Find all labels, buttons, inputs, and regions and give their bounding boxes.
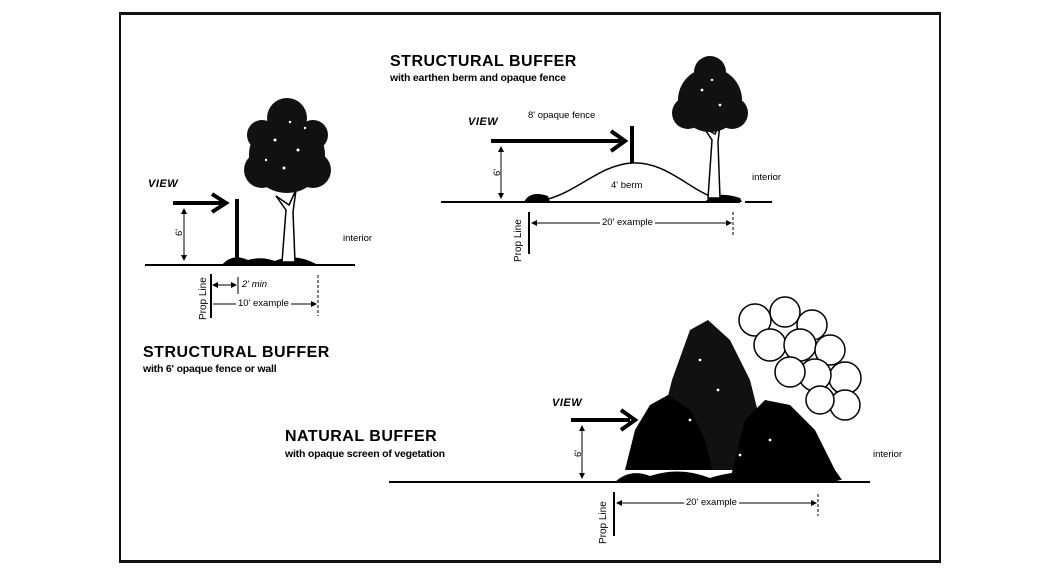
deciduous-tree-outline bbox=[738, 296, 862, 421]
view-arrow-head bbox=[609, 129, 629, 153]
evergreen-shrub-right bbox=[730, 400, 842, 480]
ground-shrubs bbox=[615, 470, 845, 482]
natural-subtitle: with opaque screen of vegetation bbox=[285, 448, 445, 460]
fence-view-label: VIEW bbox=[148, 178, 179, 190]
tree-trunk bbox=[275, 189, 297, 263]
shrub-mound bbox=[222, 257, 318, 265]
fence-setback-label: 2' min bbox=[242, 279, 268, 290]
berm-panel bbox=[441, 56, 772, 254]
berm-prop-line-label: Prop Line bbox=[513, 219, 524, 262]
view-arrow-head bbox=[210, 192, 230, 214]
berm-shrub bbox=[524, 194, 550, 202]
berm-label: 4' berm bbox=[611, 180, 643, 191]
view-arrow-head bbox=[619, 408, 639, 432]
tree-canopy bbox=[672, 56, 748, 132]
berm-subtitle: with earthen berm and opaque fence bbox=[390, 72, 566, 84]
fence-interior-label: interior bbox=[343, 233, 373, 244]
berm-height-label: 6' bbox=[492, 168, 503, 176]
tree-canopy bbox=[244, 98, 331, 193]
fence-width-label: 10' example bbox=[236, 298, 291, 309]
tree-trunk bbox=[703, 123, 721, 199]
natural-width-label: 20' example bbox=[684, 497, 739, 508]
berm-interior-label: interior bbox=[752, 172, 782, 183]
natural-title: NATURAL BUFFER bbox=[285, 428, 438, 445]
fence-post bbox=[235, 199, 239, 265]
natural-prop-line-label: Prop Line bbox=[598, 501, 609, 544]
fence-height-label: 6' bbox=[174, 228, 185, 236]
natural-view-label: VIEW bbox=[552, 397, 583, 409]
fence-post bbox=[630, 126, 634, 163]
evergreen-tree-front bbox=[625, 395, 712, 470]
fence-title: STRUCTURAL BUFFER bbox=[143, 344, 330, 361]
berm-view-label: VIEW bbox=[468, 116, 499, 128]
fence-subtitle: with 6' opaque fence or wall bbox=[143, 363, 277, 375]
natural-panel bbox=[389, 296, 870, 536]
berm-fence-label: 8' opaque fence bbox=[528, 110, 596, 121]
fence-panel bbox=[145, 98, 355, 318]
fence-prop-line-label: Prop Line bbox=[198, 277, 209, 320]
berm-title: STRUCTURAL BUFFER bbox=[390, 53, 577, 70]
natural-height-label: 6' bbox=[573, 449, 584, 457]
natural-interior-label: interior bbox=[873, 449, 903, 460]
berm-width-label: 20' example bbox=[600, 217, 655, 228]
diagram-frame bbox=[119, 12, 941, 563]
